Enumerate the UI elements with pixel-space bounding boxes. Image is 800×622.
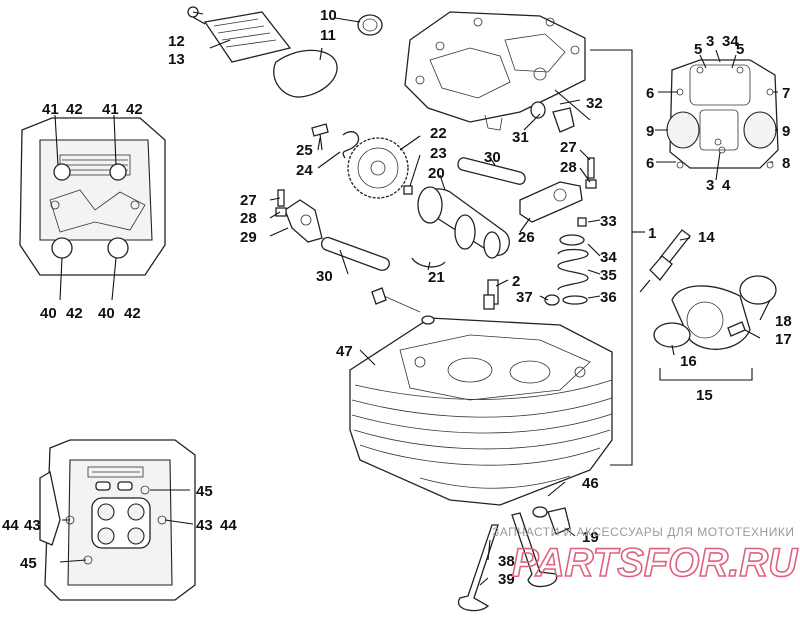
inset-top-left — [19, 114, 166, 301]
callout-30-lower: 30 — [316, 268, 333, 285]
inset-tr-3-top: 3 — [706, 33, 714, 50]
plug-washer-part — [530, 101, 575, 133]
callout-13: 13 — [168, 51, 185, 68]
callout-38: 38 — [498, 553, 515, 570]
callout-31: 31 — [512, 129, 529, 146]
rocker-shaft-upper-part — [457, 157, 526, 185]
intake-pipe-part — [653, 275, 777, 350]
callout-32: 32 — [586, 95, 603, 112]
callout-46: 46 — [582, 475, 599, 492]
inset-tr-9-right: 9 — [782, 123, 790, 140]
callout-1: 1 — [648, 225, 656, 242]
rocker-arm-left-part — [275, 189, 323, 243]
callout-12: 12 — [168, 33, 185, 50]
inset-tl-42-left: 42 — [66, 101, 83, 118]
callout-28-right: 28 — [560, 159, 577, 176]
upper-head-cover-part — [404, 11, 586, 131]
inset-tl-42-bottom-left: 42 — [66, 305, 83, 322]
inset-tl-42-right: 42 — [126, 101, 143, 118]
callout-35: 35 — [600, 267, 617, 284]
valve-guide-part — [532, 506, 571, 535]
watermark: ЗАПЧАСТИ И АКСЕССУАРЫ ДЛЯ МОТОТЕХНИКИ PA… — [492, 525, 799, 586]
cover-gasket-part — [273, 49, 338, 98]
valve-cover-part — [187, 6, 292, 63]
callout-24: 24 — [296, 162, 313, 179]
callout-labels: 12 13 10 11 32 31 22 23 25 24 30 20 27 2… — [2, 7, 792, 588]
callout-30-upper: 30 — [484, 149, 501, 166]
cam-sprocket-part — [347, 137, 409, 199]
callout-22: 22 — [430, 125, 447, 142]
inset-tl-40-right: 40 — [98, 305, 115, 322]
inset-tr-7: 7 — [782, 85, 790, 102]
callout-33: 33 — [600, 213, 617, 230]
callout-37: 37 — [516, 289, 533, 306]
inset-tr-4-top: 34 — [722, 33, 739, 50]
callout-2: 2 — [512, 273, 520, 290]
inset-tl-42-bottom-right: 42 — [124, 305, 141, 322]
dowel-pin-part-2 — [483, 294, 495, 310]
callout-17: 17 — [775, 331, 792, 348]
inset-tl-41-right: 41 — [102, 101, 119, 118]
callout-27-right: 27 — [560, 139, 577, 156]
valves-part — [457, 512, 558, 612]
callout-11: 11 — [320, 27, 336, 44]
inset-tr-9-left: 9 — [646, 123, 654, 140]
callout-21: 21 — [428, 269, 445, 286]
inset-tl-41-left: 41 — [42, 101, 59, 118]
callout-19: 19 — [582, 529, 599, 546]
cylinder-head-part — [349, 317, 613, 506]
bracket-1 — [590, 49, 633, 466]
oil-seal-ring-part — [357, 14, 383, 36]
inset-bl-45-left: 45 — [20, 555, 37, 572]
inset-tr-6-bottom: 6 — [646, 155, 654, 172]
callout-26: 26 — [518, 229, 535, 246]
inset-tr-6-top: 6 — [646, 85, 654, 102]
inset-bl-43-right: 43 — [196, 517, 213, 534]
callout-20: 20 — [428, 165, 445, 182]
pin-part — [403, 185, 413, 195]
rocker-shaft-lower-part — [320, 236, 390, 271]
callout-25: 25 — [296, 142, 313, 159]
callout-36: 36 — [600, 289, 617, 306]
leader-lines — [192, 11, 771, 586]
valve-spring-assembly-part — [544, 217, 589, 306]
sprocket-bolt-part — [311, 123, 360, 159]
callout-23: 23 — [430, 145, 447, 162]
inset-bl-44-left: 44 — [2, 517, 19, 534]
callout-39: 39 — [498, 571, 515, 588]
inset-bottom-left — [39, 439, 196, 601]
callout-16: 16 — [680, 353, 697, 370]
callout-27-left: 27 — [240, 192, 257, 209]
callout-47: 47 — [336, 343, 353, 360]
spark-plug-part — [639, 229, 691, 293]
bracket-15 — [659, 368, 753, 381]
callout-10: 10 — [320, 7, 337, 24]
callout-29: 29 — [240, 229, 257, 246]
head-bolt-part — [371, 287, 435, 325]
inset-tr-5-left: 5 — [694, 41, 702, 58]
watermark-tagline: ЗАПЧАСТИ И АКСЕССУАРЫ ДЛЯ МОТОТЕХНИКИ — [492, 525, 794, 539]
callout-28-left: 28 — [240, 210, 257, 227]
inset-tr-8: 8 — [782, 155, 790, 172]
callout-18: 18 — [775, 313, 792, 330]
inset-bl-45-right: 45 — [196, 483, 213, 500]
inset-bl-44-right: 44 — [220, 517, 237, 534]
inset-bl-43-left: 43 — [24, 517, 41, 534]
rocker-arm-right-part — [519, 157, 597, 223]
watermark-logo: PARTSFOR.RU — [512, 541, 798, 585]
circlip-part — [411, 257, 446, 268]
inset-tr-5-right: 5 — [736, 41, 744, 58]
callout-34: 34 — [600, 249, 617, 266]
callout-15: 15 — [696, 387, 713, 404]
inset-tl-40-left: 40 — [40, 305, 57, 322]
inset-tr-3-bottom: 3 — [706, 177, 714, 194]
inset-tr-4-bottom: 4 — [722, 177, 731, 194]
inset-top-right — [655, 49, 779, 181]
callout-14: 14 — [698, 229, 715, 246]
camshaft-part — [417, 186, 510, 259]
